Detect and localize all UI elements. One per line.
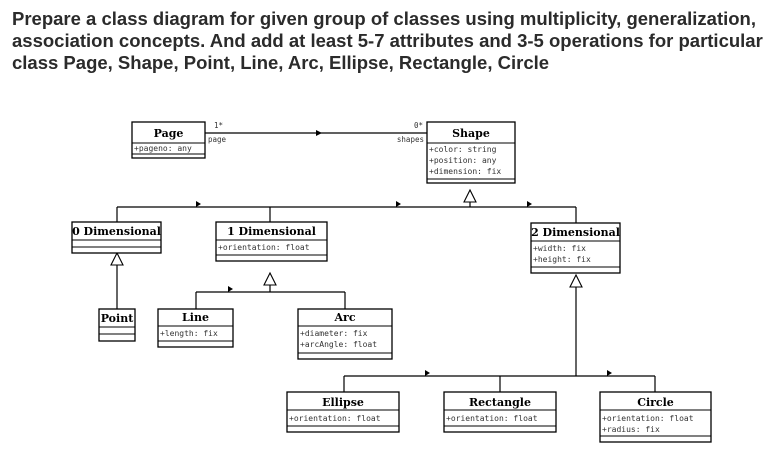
class-arc[interactable]: Arc +diameter: fix +arcAngle: float	[297, 308, 393, 360]
class-name: Shape	[452, 127, 490, 140]
class-name: Arc	[333, 311, 355, 324]
shape-multiplicity: 0*	[414, 121, 423, 130]
generalization-triangle-1d	[263, 271, 277, 286]
class-attribute: +orientation: float	[218, 243, 310, 252]
class-name: Circle	[637, 396, 674, 409]
class-shape[interactable]: Shape +color: string +position: any +dim…	[426, 121, 516, 184]
class-attribute: +radius: fix	[602, 425, 660, 434]
generalization-dimensional-shape	[116, 188, 577, 223]
generalization-point	[110, 251, 124, 309]
edge-arrow	[607, 370, 612, 376]
class-name: 1 Dimensional	[227, 225, 316, 238]
generalization-triangle-shape	[463, 188, 477, 203]
class-ellipse[interactable]: Ellipse +orientation: float	[286, 391, 400, 433]
class-name: Ellipse	[322, 396, 364, 409]
class-point[interactable]: Point	[98, 308, 136, 342]
edge-arrow	[228, 286, 233, 292]
class-attribute: +orientation: float	[602, 414, 694, 423]
class-attribute: +arcAngle: float	[300, 340, 377, 349]
class-1-dimensional[interactable]: 1 Dimensional +orientation: float	[215, 221, 328, 262]
class-attribute: +width: fix	[533, 244, 586, 253]
class-name: Point	[101, 312, 134, 325]
shape-role: shapes	[397, 135, 424, 144]
generalization-triangle-2d	[569, 273, 583, 288]
page-role: page	[208, 135, 227, 144]
edge-arrow	[396, 201, 401, 207]
class-attribute: +position: any	[429, 156, 497, 165]
association-page-shape: 1* page 0* shapes	[205, 121, 427, 144]
class-page[interactable]: Page +pageno: any	[131, 121, 206, 159]
edge-arrow	[425, 370, 430, 376]
page-multiplicity: 1*	[214, 121, 223, 130]
generalization-2d-children	[343, 273, 656, 392]
class-attribute: +orientation: float	[446, 414, 538, 423]
class-attribute: +length: fix	[160, 329, 218, 338]
class-0-dimensional[interactable]: 0 Dimensional	[71, 221, 162, 254]
class-2-dimensional[interactable]: 2 Dimensional +width: fix +height: fix	[530, 222, 621, 274]
class-name: 0 Dimensional	[72, 225, 161, 238]
question-text: Prepare a class diagram for given group …	[12, 8, 763, 73]
class-circle[interactable]: Circle +orientation: float +radius: fix	[599, 391, 712, 443]
class-attribute: +pageno: any	[134, 144, 192, 153]
generalization-line-arc	[195, 271, 346, 309]
class-rectangle[interactable]: Rectangle +orientation: float	[443, 391, 557, 433]
class-name: 2 Dimensional	[531, 226, 620, 239]
generalization-triangle-0d	[110, 251, 124, 266]
class-name: Page	[154, 127, 184, 140]
class-attribute: +color: string	[429, 145, 497, 154]
edge-arrow	[196, 201, 201, 207]
class-line[interactable]: Line +length: fix	[157, 308, 234, 348]
edge-arrow	[527, 201, 532, 207]
class-name: Line	[182, 311, 209, 324]
class-attribute: +dimension: fix	[429, 167, 501, 176]
association-direction-arrow	[316, 130, 322, 136]
class-attribute: +orientation: float	[289, 414, 381, 423]
class-attribute: +height: fix	[533, 255, 591, 264]
class-name: Rectangle	[469, 396, 531, 409]
class-attribute: +diameter: fix	[300, 329, 368, 338]
